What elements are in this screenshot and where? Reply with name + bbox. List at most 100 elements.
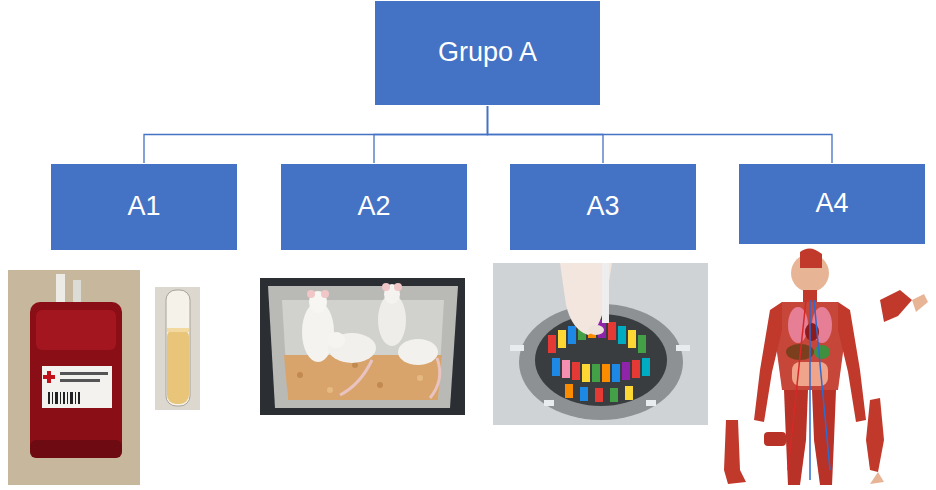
cryo-tank-photo-part	[519, 304, 683, 420]
human-anatomy-figure-part	[814, 345, 830, 359]
blood-bag-photo-part	[78, 392, 80, 404]
rats-photo-part	[268, 286, 458, 408]
rats-photo-part	[417, 375, 423, 381]
tree-connector	[144, 106, 488, 163]
cryo-tank-photo-part	[612, 364, 620, 382]
human-anatomy-figure-part	[880, 290, 912, 322]
cryo-tank-photo-part	[544, 400, 554, 406]
tree-connector	[374, 106, 488, 163]
blood-bag-photo-part	[42, 366, 112, 408]
test-tube-photo-part	[167, 328, 189, 404]
cryo-tank-photo-part	[676, 345, 690, 351]
cryo-tank-photo-part	[582, 364, 590, 382]
blood-bag-photo-part	[52, 392, 53, 404]
rats-photo-part	[394, 283, 402, 291]
subgroup-box: A4	[738, 163, 926, 245]
test-tube-photo-part	[166, 290, 190, 406]
blood-bag-photo-part	[60, 392, 61, 404]
cryo-tank-photo	[493, 263, 708, 425]
node-label: A2	[357, 191, 390, 222]
blood-bag-photo-part	[48, 392, 50, 404]
node-label: A4	[815, 188, 848, 219]
human-anatomy-figure-part	[784, 390, 808, 485]
human-anatomy-figure-part	[754, 302, 782, 422]
cryo-tank-photo-part	[548, 335, 556, 353]
blood-bag-photo-part	[60, 379, 100, 382]
blood-bag-photo-part	[8, 270, 140, 485]
human-anatomy-figure-part	[764, 432, 786, 446]
rats-photo-part	[282, 300, 444, 400]
subgroup-box: A3	[509, 163, 697, 251]
rats-photo-part	[328, 333, 376, 363]
cryo-tank-photo-part	[568, 326, 576, 344]
rats-photo-part	[327, 387, 333, 393]
cryo-tank-photo-part	[608, 322, 616, 340]
cryo-tank-photo-part	[642, 358, 650, 376]
blood-bag-photo-part	[55, 392, 58, 404]
human-anatomy-figure-part	[809, 300, 811, 480]
cryo-tank-photo-part	[562, 360, 570, 378]
cryo-tank-photo-part	[595, 388, 603, 402]
cryo-tank-photo-part	[618, 326, 626, 344]
cryo-tank-photo-part	[552, 358, 560, 376]
blood-bag-photo-part	[75, 392, 76, 404]
cryo-tank-photo-part	[558, 330, 566, 348]
cryo-tank-photo-part	[580, 387, 588, 401]
cryo-tank-photo-part	[572, 362, 580, 380]
human-anatomy-figure-part	[788, 300, 806, 470]
rats-photo-part	[297, 372, 303, 378]
human-anatomy-figure	[724, 248, 928, 485]
group-box: Grupo A	[374, 0, 601, 106]
rats-photo-part	[382, 283, 390, 291]
human-anatomy-figure-part	[838, 302, 866, 422]
human-anatomy-figure-part	[870, 472, 884, 484]
human-anatomy-figure-part	[814, 300, 830, 470]
cryo-tank-photo-part	[632, 360, 640, 378]
blood-bag-photo-part	[70, 392, 73, 404]
cryo-tank-photo-part	[602, 263, 609, 323]
rats-photo-part	[260, 278, 465, 415]
blood-bag-photo-part	[36, 310, 116, 350]
rats-photo-part	[377, 382, 383, 388]
cryo-tank-photo-part	[560, 263, 612, 335]
subgroup-box: A1	[50, 163, 238, 251]
node-label: Grupo A	[438, 37, 537, 68]
rats-photo-part	[321, 290, 329, 298]
human-anatomy-figure-part	[912, 294, 928, 312]
cryo-tank-photo-part	[610, 388, 618, 402]
tree-connector	[488, 106, 833, 163]
test-tube-photo	[155, 287, 200, 410]
cryo-tank-photo-part	[535, 314, 667, 406]
cryo-tank-photo-part	[622, 362, 630, 380]
cryo-tank-photo-part	[588, 325, 604, 335]
rats-photo-part	[430, 358, 440, 398]
subgroup-box: A2	[280, 163, 468, 251]
cryo-tank-photo-part	[625, 386, 633, 400]
blood-bag-photo-part	[30, 302, 122, 458]
cryo-tank-photo-part	[638, 335, 646, 353]
cryo-tank-photo-part	[493, 263, 708, 425]
cryo-tank-photo-part	[565, 384, 573, 398]
test-tube-photo-part	[167, 328, 189, 332]
blood-bag-photo-part	[60, 372, 108, 375]
rats-photo	[260, 278, 465, 415]
rats-photo-part	[398, 339, 438, 365]
cryo-tank-photo-part	[592, 364, 600, 382]
node-label: A3	[586, 191, 619, 222]
blood-bag-photo-part	[63, 392, 65, 404]
cryo-tank-photo-part	[602, 364, 610, 382]
cryo-tank-photo-part	[628, 330, 636, 348]
blood-bag-photo-part	[43, 375, 55, 379]
blood-bag-photo	[8, 270, 140, 485]
human-anatomy-figure-part	[724, 420, 746, 484]
human-anatomy-figure-part	[866, 398, 884, 472]
rats-photo-part	[307, 290, 315, 298]
rats-photo-part	[327, 332, 345, 348]
cryo-tank-photo-part	[646, 400, 656, 406]
blood-bag-photo-part	[30, 440, 122, 458]
test-tube-photo-part	[155, 287, 200, 410]
cryo-tank-photo-part	[510, 345, 524, 351]
node-label: A1	[127, 191, 160, 222]
rats-photo-part	[340, 360, 372, 395]
